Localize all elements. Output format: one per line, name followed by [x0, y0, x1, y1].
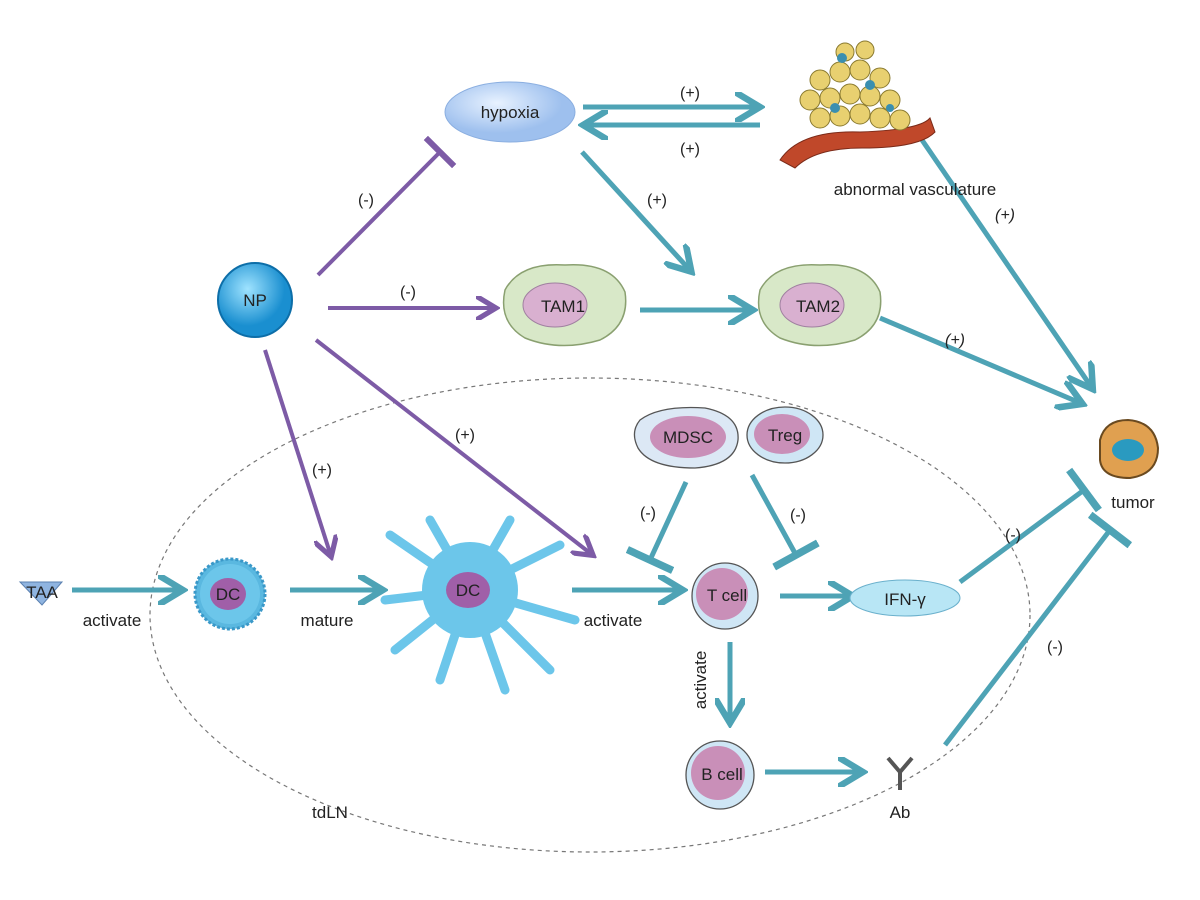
hypoxia-label: hypoxia [481, 103, 540, 122]
np-label: NP [243, 291, 267, 310]
edge-ifn-tumor [958, 467, 1102, 585]
node-mdsc: MDSC [633, 406, 739, 469]
node-taa: TAA [18, 581, 64, 606]
blood-vessel-icon [779, 117, 936, 169]
node-tumor: tumor [1099, 418, 1160, 512]
node-ifn: IFN-γ [849, 579, 961, 617]
label-hypoxia-tam2: (+) [647, 192, 667, 209]
dc-mature-label: DC [456, 581, 481, 600]
label-np-dc: (+) [312, 462, 332, 479]
dc-immature-label: DC [216, 585, 241, 604]
label-dc-tcell: activate [584, 611, 643, 630]
label-dc-mature: mature [301, 611, 354, 630]
node-np: NP [217, 262, 293, 338]
edge-hypoxia-tam2 [580, 150, 688, 268]
edge-np-tcell [314, 338, 590, 553]
tumor-label: tumor [1111, 493, 1155, 512]
label-vasc-tumor: (+) [995, 207, 1015, 224]
label-vasc-hypoxia: (+) [680, 141, 700, 158]
ifn-label: IFN-γ [884, 590, 926, 609]
edges [72, 107, 1133, 772]
label-np-tcell: (+) [455, 427, 475, 444]
label-tcell-bcell: activate [691, 651, 710, 710]
ab-label: Ab [890, 803, 911, 822]
node-dc-immature: DC [193, 557, 267, 631]
node-ab: Ab [886, 756, 914, 822]
node-tam2: TAM2 [757, 263, 882, 347]
label-np-tam1: (-) [400, 284, 416, 301]
edge-tam2-tumor [879, 315, 1078, 402]
vasculature-label: abnormal vasculature [834, 180, 997, 199]
treg-label: Treg [768, 426, 802, 445]
edge-np-dc [263, 349, 330, 553]
edge-ab-tumor [943, 511, 1133, 747]
antibody-icon [886, 756, 914, 790]
label-np-hypoxia: (-) [358, 192, 374, 209]
node-tam1: TAM1 [502, 263, 627, 347]
edge-mdsc-tcell [625, 480, 689, 574]
node-treg: Treg [746, 406, 824, 464]
tdln-label: tdLN [312, 803, 348, 822]
node-hypoxia: hypoxia [444, 81, 576, 143]
node-tcell: T cell [691, 562, 759, 630]
node-bcell: B cell [685, 740, 755, 810]
edge-np-hypoxia [316, 135, 457, 277]
edge-labels: (+) (+) (+) (+) (-) (-) (+) (+) (+) (-) … [83, 85, 1063, 709]
label-hypoxia-vasc: (+) [680, 85, 700, 102]
tam1-label: TAM1 [541, 297, 585, 316]
taa-label: TAA [26, 583, 58, 602]
tam2-label: TAM2 [796, 297, 840, 316]
tcell-label: T cell [707, 586, 747, 605]
label-mdsc-tcell: (-) [640, 505, 656, 522]
antigen-icon [18, 581, 64, 606]
edge-treg-ifn [749, 473, 820, 571]
bcell-label: B cell [701, 765, 743, 784]
edge-vasculature-tumor [919, 138, 1090, 385]
tumor-cluster-icon [799, 40, 911, 131]
label-ifn-tumor: (-) [1005, 527, 1021, 544]
mdsc-label: MDSC [663, 428, 713, 447]
node-vasculature: abnormal vasculature [779, 40, 997, 199]
tdln-boundary [149, 377, 1031, 853]
label-ab-tumor: (-) [1047, 639, 1063, 656]
label-treg-ifn: (-) [790, 507, 806, 524]
label-tam2-tumor: (+) [945, 332, 965, 349]
node-dc-mature: DC [380, 515, 580, 695]
label-taa-dc: activate [83, 611, 142, 630]
